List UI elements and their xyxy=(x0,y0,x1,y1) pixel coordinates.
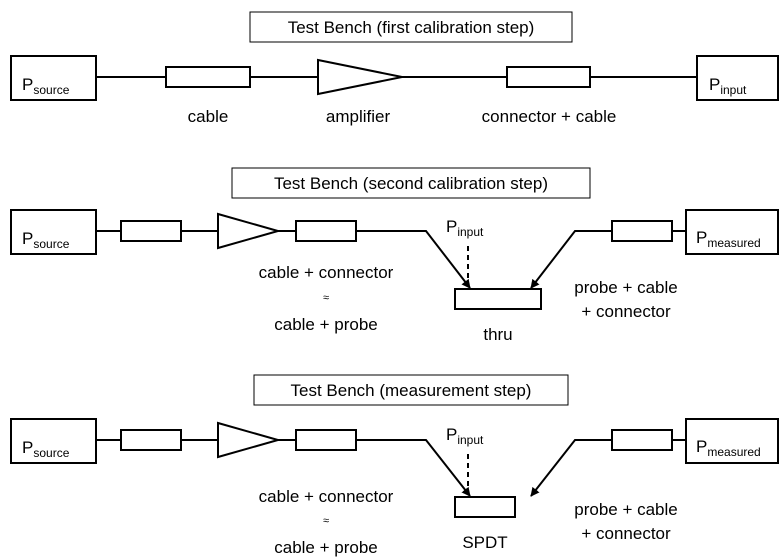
step1-input-box xyxy=(696,55,779,101)
step1-title: Test Bench (first calibration step) xyxy=(288,18,535,37)
step3-left-probe-line xyxy=(356,439,471,497)
step2-amplifier-icon xyxy=(217,212,282,250)
step2-probe-cable-component xyxy=(611,220,673,242)
step2-left-caption-approx: ≈ xyxy=(323,292,329,304)
step2-thru-component xyxy=(454,288,542,310)
step2-left-caption-line1: cable + connector xyxy=(259,263,394,282)
step1-source-box xyxy=(10,55,97,101)
step1-source-label: Psource xyxy=(22,75,70,97)
step1-connector-cable-caption: connector + cable xyxy=(482,107,617,126)
step3-measured-box xyxy=(685,418,779,464)
step2-source-box xyxy=(10,209,97,255)
step3-title: Test Bench (measurement step) xyxy=(291,381,532,400)
step3-input-label: Pinput xyxy=(446,425,484,447)
step2-section: Test Bench (second calibration step) Pso… xyxy=(10,167,779,344)
step2-connector-component xyxy=(295,220,357,242)
step2-measured-label: Pmeasured xyxy=(696,228,761,250)
step1-connector-cable-component xyxy=(506,66,591,88)
step2-title-box xyxy=(231,167,591,199)
step2-title: Test Bench (second calibration step) xyxy=(274,174,548,193)
step2-right-caption-line2: + connector xyxy=(581,302,671,321)
step1-amplifier-caption: amplifier xyxy=(326,107,391,126)
step3-title-box xyxy=(253,374,569,406)
step3-source-label: Psource xyxy=(22,438,70,460)
step1-amplifier-icon xyxy=(317,58,403,96)
step3-right-caption-line1: probe + cable xyxy=(574,500,678,519)
step2-measured-box xyxy=(685,209,779,255)
step3-spdt-component xyxy=(454,496,516,518)
step3-connector-component xyxy=(295,429,357,451)
step2-source-label: Psource xyxy=(22,229,70,251)
step3-left-caption-approx: ≈ xyxy=(323,515,329,527)
step3-source-box xyxy=(10,418,97,464)
step3-amplifier-icon xyxy=(217,421,282,459)
step1-title-box xyxy=(249,11,573,43)
step1-input-label: Pinput xyxy=(709,75,747,97)
step2-right-probe-line xyxy=(530,230,612,289)
step3-cable-component xyxy=(120,429,182,451)
step3-right-probe-line xyxy=(530,439,612,497)
step3-left-caption-line2: cable + probe xyxy=(274,538,378,557)
step2-input-label: Pinput xyxy=(446,217,484,239)
step3-probe-cable-component xyxy=(611,429,673,451)
step3-section: Test Bench (measurement step) Psource Pm… xyxy=(10,374,779,557)
step2-right-caption-line1: probe + cable xyxy=(574,278,678,297)
step2-left-caption-line2: cable + probe xyxy=(274,315,378,334)
step1-cable-caption: cable xyxy=(188,107,229,126)
step2-left-probe-line xyxy=(356,230,471,289)
step2-thru-caption: thru xyxy=(483,325,512,344)
step3-spdt-caption: SPDT xyxy=(462,533,507,552)
step1-cable-component xyxy=(165,66,251,88)
step3-left-caption-line1: cable + connector xyxy=(259,487,394,506)
step1-section: Test Bench (first calibration step) Psou… xyxy=(10,11,779,126)
step3-measured-label: Pmeasured xyxy=(696,437,761,459)
step3-right-caption-line2: + connector xyxy=(581,524,671,543)
step2-cable-component xyxy=(120,220,182,242)
